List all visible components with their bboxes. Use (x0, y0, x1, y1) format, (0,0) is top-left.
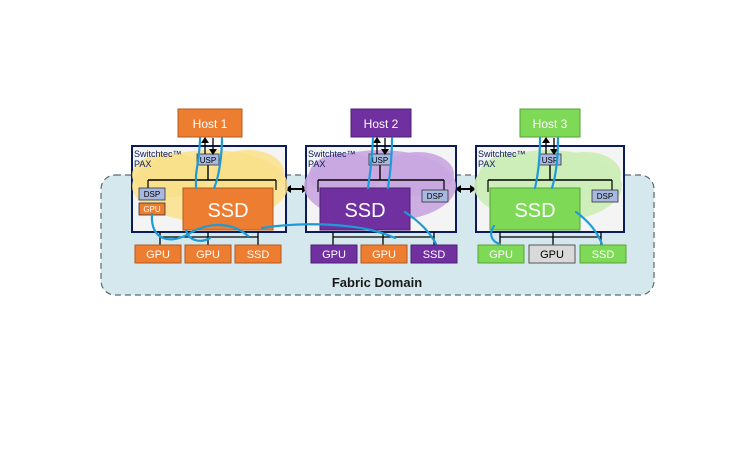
endpoint-1-2-label: GPU (196, 249, 220, 261)
switch-3-usp-label: USP (542, 156, 558, 165)
switch-2-model: PAX (308, 159, 325, 169)
switch-1-model: PAX (134, 159, 151, 169)
endpoint-1-3 (234, 244, 282, 264)
endpoint-3-3-label: SSD (592, 249, 615, 261)
endpoints-group-3: GPU GPU SSD (477, 244, 627, 264)
switch-1: Switchtec™ PAX USP DSP GPU SSD (131, 145, 288, 233)
switch-1-usp-label: USP (200, 156, 216, 165)
switch-3-brand: Switchtec™ (478, 149, 526, 159)
endpoint-2-2-label: GPU (372, 249, 396, 261)
switch-1-gpu-port-label: GPU (143, 205, 161, 214)
switch-2-usp-label: USP (372, 156, 388, 165)
switch-1-usp (196, 153, 220, 166)
host-3-label: Host 3 (533, 117, 568, 131)
endpoint-3-3 (579, 244, 627, 264)
endpoint-3-2-label: GPU (540, 249, 564, 261)
fabric-domain-label: Fabric Domain (332, 275, 422, 290)
endpoint-3-1 (477, 244, 525, 264)
endpoints-group-1: GPU GPU SSD (134, 244, 282, 264)
switch-1-brand: Switchtec™ (134, 149, 182, 159)
switch-3-dsp (591, 189, 619, 203)
switch-2-dsp (421, 189, 449, 203)
host-3: Host 3 (519, 108, 581, 155)
endpoint-1-2 (184, 244, 232, 264)
switch-1-ssd-label: SSD (207, 200, 248, 222)
endpoint-3-2 (528, 244, 576, 264)
host-1-label: Host 1 (193, 117, 228, 131)
switch-2-brand: Switchtec™ (308, 149, 356, 159)
endpoint-1-1-label: GPU (146, 249, 170, 261)
endpoint-1-3-label: SSD (247, 249, 270, 261)
switch-3-ssd (489, 187, 581, 231)
endpoints-group-2: GPU GPU SSD (310, 244, 458, 264)
endpoint-1-1 (134, 244, 182, 264)
switch-2-dsp-label: DSP (427, 192, 443, 201)
switch-2: Switchtec™ PAX USP DSP SSD (304, 145, 457, 233)
endpoint-2-3-label: SSD (423, 249, 446, 261)
switch-3-ssd-label: SSD (514, 200, 555, 222)
switch-1-dsp-label: DSP (144, 190, 160, 199)
host-2: Host 2 (350, 108, 412, 155)
endpoint-2-1 (310, 244, 358, 264)
host-2-label: Host 2 (364, 117, 399, 131)
switch-3-dsp-label: DSP (597, 192, 613, 201)
endpoint-3-1-label: GPU (489, 249, 513, 261)
endpoint-2-3 (410, 244, 458, 264)
host-1: Host 1 (177, 108, 243, 155)
inter-switch-link-2 (455, 185, 476, 193)
endpoint-2-1-label: GPU (322, 249, 346, 261)
switch-1-dsp (138, 187, 166, 201)
logical-links (150, 136, 604, 246)
switch-1-ssd (182, 187, 274, 231)
switch-3-model: PAX (478, 159, 495, 169)
endpoint-2-2 (360, 244, 408, 264)
switch-3: Switchtec™ PAX USP DSP SSD (474, 145, 625, 233)
switch-2-ssd (319, 187, 411, 231)
switch-2-ssd-label: SSD (344, 200, 385, 222)
